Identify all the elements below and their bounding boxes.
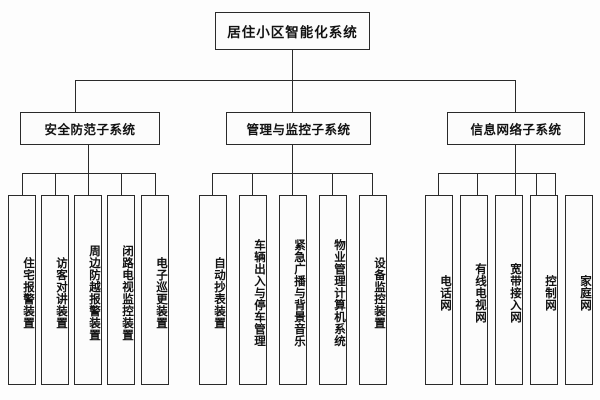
leaf-node-management-3: 物业管理计算机系统: [319, 195, 347, 385]
leaf-node-security-0: 住宅报警装置: [8, 195, 36, 385]
connector-security-down: [88, 145, 89, 173]
branch-node-security-label: 安全防范子系统: [44, 122, 136, 137]
connector-network-leaf-4-drop: [555, 173, 556, 195]
connector-management-down: [292, 145, 293, 173]
connector-security-leaf-2-drop: [88, 173, 89, 195]
leaf-node-management-0-label: 自动抄表装置: [213, 257, 227, 329]
connector-management-leaf-2-drop: [292, 173, 293, 195]
leaf-node-network-4-label: 家庭网: [579, 275, 593, 311]
leaf-node-network-0-label: 电话网: [439, 275, 453, 311]
connector-root-down: [292, 50, 293, 80]
branch-node-network-label: 信息网络子系统: [470, 122, 562, 137]
connector-network-down: [515, 145, 516, 173]
leaf-node-management-1: 车辆出入与停车管理: [239, 195, 267, 385]
connector-management-leaf-0-drop: [212, 173, 213, 195]
connector-management-leaf-1-drop: [252, 173, 253, 195]
connector-network-leaf-2-drop: [515, 173, 516, 195]
leaf-node-network-1-label: 有线电视网: [474, 263, 488, 323]
connector-main-bus: [75, 80, 515, 81]
leaf-node-management-4-label: 设备监控装置: [373, 257, 387, 329]
leaf-node-security-0-label: 住宅报警装置: [22, 257, 36, 329]
leaf-node-security-4-label: 电子巡更装置: [155, 257, 169, 329]
leaf-node-management-0: 自动抄表装置: [199, 195, 227, 385]
leaf-node-network-2-label: 宽带接入网: [509, 263, 523, 323]
leaf-node-security-3: 闭路电视监控装置: [107, 195, 135, 385]
connector-network-leaf-1-drop: [477, 173, 478, 195]
connector-branch-2-drop: [515, 80, 516, 112]
branch-node-management-label: 管理与监控子系统: [246, 122, 351, 137]
leaf-node-management-2-label: 紧急广播与背景音乐: [293, 239, 307, 347]
branch-node-security: 安全防范子系统: [20, 112, 160, 145]
leaf-node-security-2: 周边防越报警装置: [74, 195, 102, 385]
leaf-node-network-3: 控制网: [530, 195, 558, 385]
connector-branch-0-drop: [75, 80, 76, 112]
leaf-node-security-2-label: 周边防越报警装置: [88, 245, 102, 341]
leaf-node-network-4: 家庭网: [565, 195, 593, 385]
leaf-node-security-3-label: 闭路电视监控装置: [121, 245, 135, 341]
leaf-node-security-4: 电子巡更装置: [141, 195, 169, 385]
root-node-label: 居住小区智能化系统: [227, 25, 358, 41]
leaf-node-management-1-label: 车辆出入与停车管理: [253, 239, 267, 347]
leaf-node-network-0: 电话网: [425, 195, 453, 385]
connector-network-bus: [438, 173, 555, 174]
connector-management-leaf-3-drop: [332, 173, 333, 195]
leaf-node-management-3-label: 物业管理计算机系统: [333, 239, 347, 347]
leaf-node-security-1-label: 访客对讲装置: [55, 257, 69, 329]
connector-security-leaf-1-drop: [55, 173, 56, 195]
root-node: 居住小区智能化系统: [215, 12, 370, 50]
connector-security-leaf-4-drop: [155, 173, 156, 195]
leaf-node-management-4: 设备监控装置: [359, 195, 387, 385]
connector-network-leaf-3-drop: [536, 173, 537, 195]
branch-node-network: 信息网络子系统: [447, 112, 585, 145]
connector-security-leaf-0-drop: [22, 173, 23, 195]
connector-management-leaf-4-drop: [372, 173, 373, 195]
leaf-node-security-1: 访客对讲装置: [41, 195, 69, 385]
connector-network-leaf-0-drop: [438, 173, 439, 195]
leaf-node-network-2: 宽带接入网: [495, 195, 523, 385]
connector-security-leaf-3-drop: [121, 173, 122, 195]
leaf-node-management-2: 紧急广播与背景音乐: [279, 195, 307, 385]
branch-node-management: 管理与监控子系统: [226, 112, 371, 145]
connector-branch-1-drop: [292, 80, 293, 112]
leaf-node-network-1: 有线电视网: [460, 195, 488, 385]
leaf-node-network-3-label: 控制网: [544, 275, 558, 311]
